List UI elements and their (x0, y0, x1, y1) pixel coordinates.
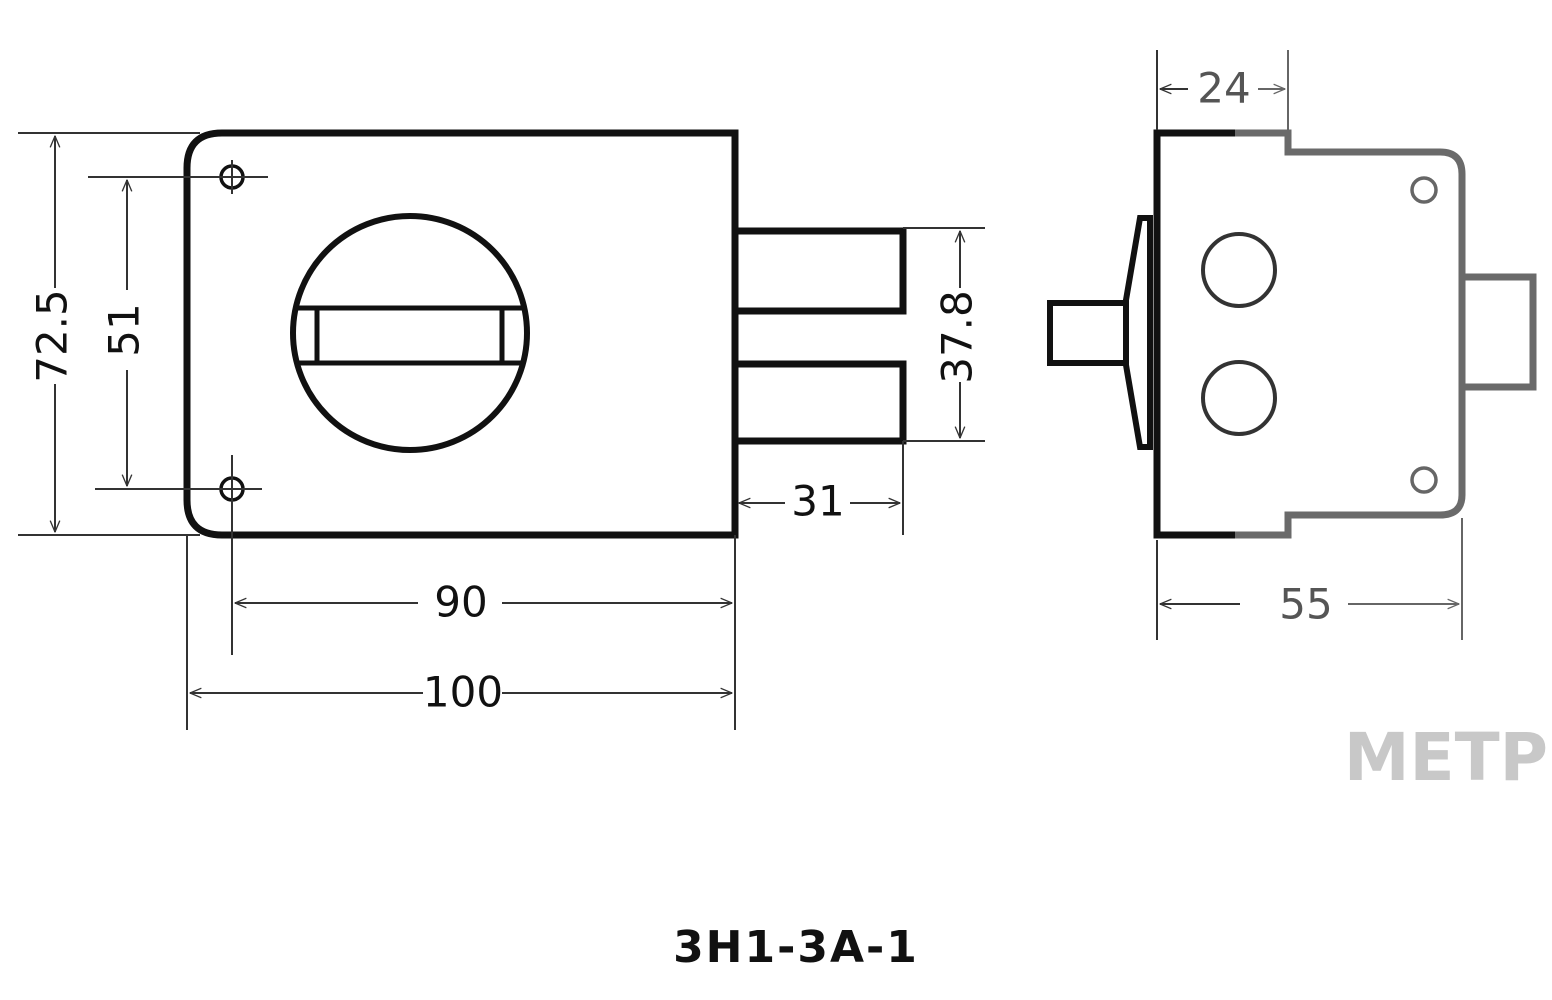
dim-bolt-projection: 31 (739, 477, 900, 526)
side-body-outline-black (1153, 129, 1235, 539)
knob-spindle (1047, 300, 1129, 366)
dim-label-51: 51 (100, 303, 149, 356)
side-view: 24 55 (1047, 50, 1537, 640)
cylinder-hole-lower (1201, 360, 1277, 436)
side-extension-lines (1156, 50, 1463, 640)
side-body-outline-grey (1235, 129, 1466, 539)
mounting-hole-bottom (95, 455, 262, 655)
dim-overall-height: 72.5 (28, 136, 77, 532)
dim-label-100: 100 (423, 668, 503, 717)
knob-plate (1123, 215, 1153, 450)
dim-label-72-5: 72.5 (28, 289, 77, 383)
dim-bolt-spacing: 37.8 (933, 231, 982, 438)
side-bolt (1462, 273, 1537, 391)
dim-label-24: 24 (1197, 64, 1250, 113)
front-view: 72.5 51 37.8 31 90 1 (18, 129, 985, 730)
dim-hole-spacing: 51 (100, 180, 149, 486)
dim-label-31: 31 (791, 477, 844, 526)
lock-body-outline (183, 129, 739, 539)
bolt-lower (731, 360, 907, 445)
dim-label-90: 90 (434, 578, 487, 627)
dim-step-depth: 24 (1160, 64, 1285, 113)
dim-label-37-8: 37.8 (933, 290, 982, 384)
watermark-logo: METP (1344, 719, 1548, 796)
model-code-label: 3H1-3A-1 (673, 922, 919, 973)
dim-overall-width: 100 (190, 668, 732, 717)
bolt-upper (731, 227, 907, 315)
cylinder-disc (290, 213, 530, 453)
cylinder-hole-upper (1201, 232, 1277, 308)
dim-hole-to-edge: 90 (235, 578, 732, 627)
dim-overall-depth: 55 (1160, 580, 1459, 629)
extension-lines (18, 132, 985, 730)
dim-label-55: 55 (1279, 580, 1332, 629)
mounting-hole-top (88, 160, 268, 194)
screw-hole-top (1410, 176, 1438, 204)
screw-hole-bottom (1410, 466, 1438, 494)
